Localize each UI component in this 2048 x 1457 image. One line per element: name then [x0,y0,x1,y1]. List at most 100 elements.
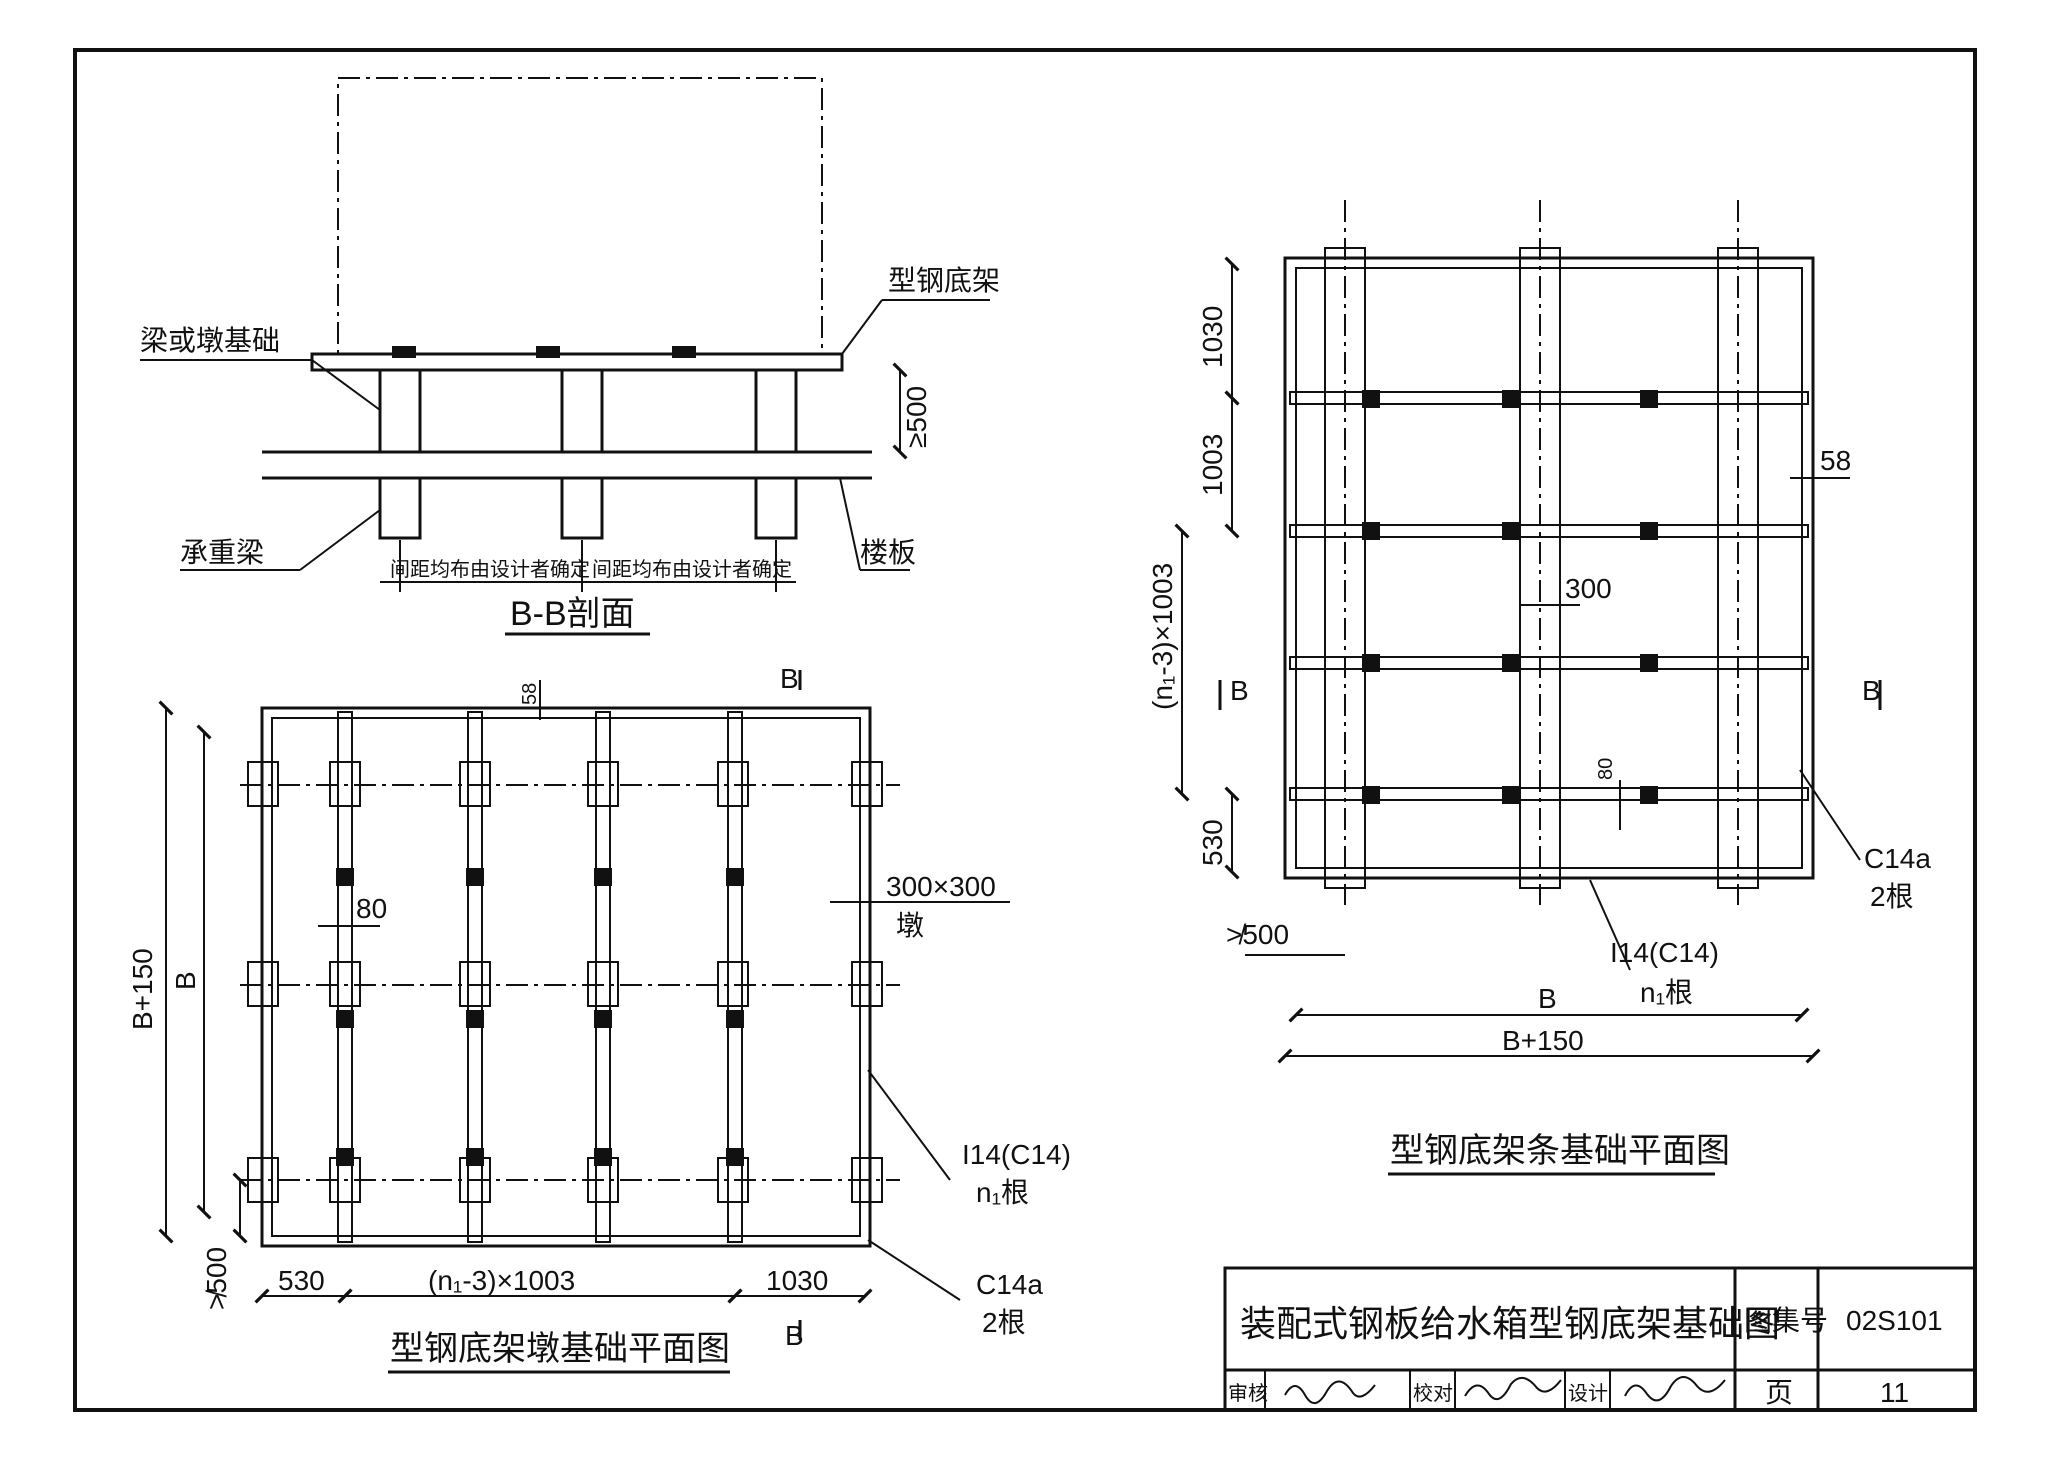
label-beam: 承重梁 [180,537,264,568]
pier [247,1157,279,1203]
beam [560,476,604,540]
pad [1502,522,1520,540]
pier [560,368,604,454]
steel-c14a-qty: 2根 [1870,881,1914,912]
steel-c14a: C14a [1864,843,1931,874]
pad [466,1010,484,1028]
frame-outer [260,706,872,1248]
pad [466,1148,484,1166]
pier-size: 300×300 [886,871,996,902]
leader [299,509,381,571]
steel-frame-section [310,352,844,372]
dim-b: B [170,971,201,990]
frame-inner [271,717,861,1237]
leader [839,477,861,571]
title-block: 装配式钢板给水箱型钢底架基础图 图集号 02S101 审核 校对 设计 页 11 [1223,1266,1977,1412]
pad [336,1148,354,1166]
leader [867,1239,961,1301]
pad [392,346,416,358]
pad [1640,786,1658,804]
steel-i14-qty: n₁根 [1640,977,1693,1008]
leader [1589,879,1631,971]
pad [1362,786,1380,804]
spacing-note-left: 间距均布由设计者确定 [390,558,590,581]
pier-plan-caption: 型钢底架墩基础平面图 [390,1330,730,1368]
dim-b150: B+150 [127,948,158,1030]
pier [378,368,422,454]
steel-member [467,711,483,1243]
design-label: 设计 [1568,1382,1608,1405]
cut-mark-left: B [1230,675,1249,706]
dim-b150: B+150 [1502,1025,1584,1056]
pier [717,761,749,807]
pad [1362,654,1380,672]
pad [726,1148,744,1166]
pad [594,1148,612,1166]
review-label: 审核 [1228,1382,1268,1405]
signature-reviewer [1284,1380,1376,1404]
pad [672,346,696,358]
pier [851,961,883,1007]
pier [587,761,619,807]
steel-i14: I14(C14) [1610,937,1719,968]
pad [336,1010,354,1028]
signature-designer [1624,1376,1726,1402]
pad [1362,390,1380,408]
page-label: 页 [1765,1377,1793,1408]
pier [851,761,883,807]
pier [329,961,361,1007]
steel-member [337,711,353,1243]
pier [459,761,491,807]
steel-i14-qty: n₁根 [976,1177,1029,1208]
leader [867,1069,951,1181]
section-caption: B-B剖面 [510,595,635,633]
steel-member [1289,524,1809,538]
dim-1003: 1003 [1197,434,1228,496]
pier [717,961,749,1007]
pad [336,868,354,886]
strip-plan: 1030 1003 (n₁-3)×1003 530 58 300 80 ≯500… [1147,200,1931,1176]
steel-c14a: C14a [976,1269,1043,1300]
pier-word: 墩 [896,910,924,941]
pad [1502,654,1520,672]
steel-i14: I14(C14) [962,1139,1071,1170]
pad [1640,522,1658,540]
dim-80: 80 [356,893,387,924]
atlas-no-label: 图集号 [1744,1305,1828,1336]
pad-group [336,868,744,1166]
pad [1502,390,1520,408]
dim-mid: (n₁-3)×1003 [428,1265,575,1296]
pad [466,868,484,886]
pad [726,1010,744,1028]
label-frame: 型钢底架 [888,265,1000,296]
pad [1640,390,1658,408]
pad [594,1010,612,1028]
steel-member [727,711,743,1243]
title-block-frame [1223,1266,1977,1412]
dim-height-label: ≥500 [901,386,932,448]
cut-mark-bottom: B [785,1320,804,1351]
dim-530: 530 [278,1265,325,1296]
pier [459,961,491,1007]
pad [594,868,612,886]
steel-member [1289,656,1809,670]
label-slab: 楼板 [860,537,916,568]
pier-plan: B+150 B 58 80 300×300 墩 I14(C14) n₁根 C14… [127,663,1071,1374]
steel-c14a-qty: 2根 [982,1307,1026,1338]
drawing-title: 装配式钢板给水箱型钢底架基础图 [1240,1303,1780,1344]
leader [1799,769,1861,861]
dim-58: 58 [519,683,541,705]
sheet-border [73,48,1977,1412]
steel-member [1289,391,1809,405]
dim-58: 58 [1820,445,1851,476]
section-bb: 型钢底架 梁或墩基础 承重梁 楼板 ≥500 间距均布由设计者确定 间距均布由设… [140,77,1000,636]
signature-checker [1464,1377,1562,1401]
spacing-note-right: 间距均布由设计者确定 [592,558,792,581]
dim-mid: (n₁-3)×1003 [1147,563,1178,710]
cut-mark-right: B [1862,675,1881,706]
dim-b: B [1538,983,1557,1014]
pier [754,368,798,454]
pad [1640,654,1658,672]
strip-plan-caption: 型钢底架条基础平面图 [1390,1132,1730,1170]
